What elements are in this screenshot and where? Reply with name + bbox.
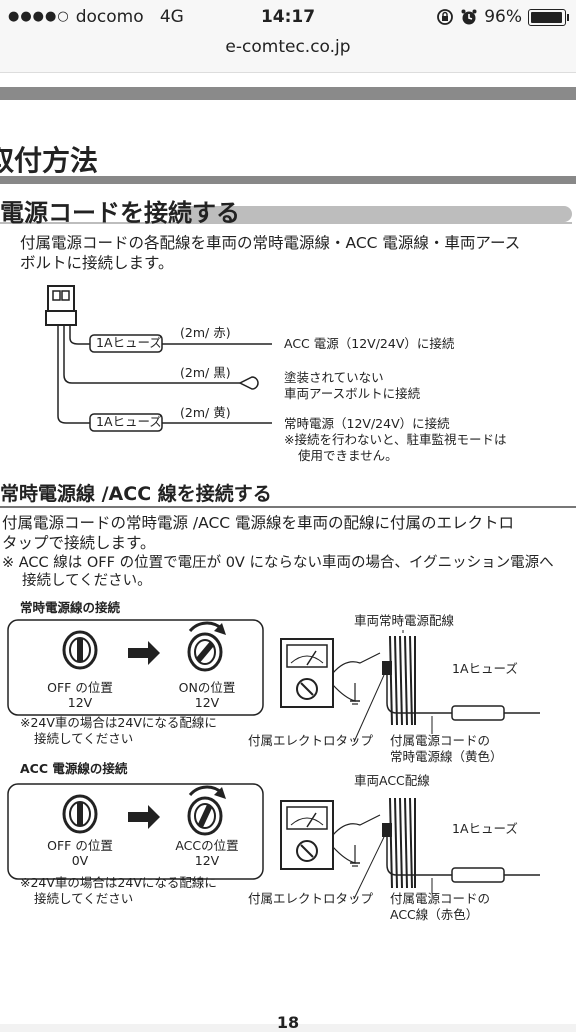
sub-heading: 常時電源線 /ACC 線を接続する	[0, 483, 272, 505]
battery-fill	[531, 11, 562, 23]
key-off-icon	[62, 794, 98, 834]
ground-desc-2: 車両アースボルトに接続	[284, 386, 421, 401]
electro-tap-icon	[382, 661, 392, 675]
red-wire	[69, 325, 272, 345]
network-type: 4G	[159, 7, 184, 27]
constant-cord-1: 付属電源コードの	[390, 733, 491, 748]
url-bar[interactable]: e-comtec.co.jp	[0, 36, 576, 73]
acc-off-label: OFF の位置	[47, 838, 113, 853]
yellow-wire	[57, 325, 272, 424]
key-on-icon	[187, 621, 226, 672]
acc-vehicle-wire: 車両ACC配線	[354, 773, 430, 788]
fuse-constant-icon	[451, 705, 505, 721]
alarm-icon	[461, 9, 477, 25]
carrier: ●●●●○docomo 4G	[8, 7, 184, 27]
constant-off-label: OFF の位置	[47, 680, 113, 695]
const-desc-2: ※接続を行わないと、駐車監視モードは	[284, 432, 507, 447]
sub-heading-rule	[0, 506, 576, 508]
battery-icon	[528, 8, 569, 26]
constant-on-value: 12V	[194, 695, 220, 710]
ground-desc-1: 塗装されていない	[284, 370, 384, 385]
constant-on-label: ONの位置	[178, 680, 236, 695]
url-text: e-comtec.co.jp	[225, 37, 351, 57]
vehicle-wire-bundle	[389, 635, 416, 726]
signal-dots-icon: ●●●●○	[8, 9, 70, 24]
heading-band	[180, 206, 572, 222]
heading-connect-power-cord: 電源コードを接続する	[0, 199, 240, 227]
clock: 14:17	[260, 7, 316, 27]
fuse-acc-icon	[451, 867, 505, 883]
key-off-icon	[62, 630, 98, 670]
intro-line-1: 付属電源コードの各配線を車両の常時電源線・ACC 電源線・車両アース	[20, 234, 521, 252]
status-bar: ●●●●○docomo 4G 14:17 96%	[0, 0, 576, 36]
yellow-wire-length: (2m/ 黄)	[180, 405, 231, 420]
acc-cord-2: ACC線（赤色）	[390, 907, 479, 922]
vehicle-wire-bundle	[389, 797, 416, 889]
acc-on-label: ACCの位置	[175, 838, 239, 853]
acc-note-2: 接続してください	[34, 891, 134, 906]
arrow-right-icon	[128, 641, 160, 665]
constant-cord-2: 常時電源線（黄色）	[390, 749, 503, 764]
constant-note-2: 接続してください	[34, 731, 134, 746]
page-number: 18	[276, 1013, 300, 1032]
battery-percent: 96%	[484, 7, 522, 27]
ground-terminal-icon	[238, 376, 259, 390]
constant-title: 常時電源線の接続	[20, 600, 121, 615]
voltmeter-icon	[280, 638, 334, 708]
section-title: 取付方法	[0, 144, 99, 177]
sub-line-1: 付属電源コードの常時電源 /ACC 電源線を車両の配線に付属のエレクトロ	[2, 514, 515, 532]
key-acc-icon	[187, 785, 226, 836]
fuse-1-icon	[89, 334, 163, 353]
constant-off-value: 12V	[67, 695, 93, 710]
rotation-lock-icon	[437, 9, 454, 25]
black-wire-length: (2m/ 黒)	[180, 365, 231, 380]
acc-tap-label: 付属エレクトロタップ	[248, 891, 374, 906]
acc-note-1: ※24V車の場合は24Vになる配線に	[20, 875, 217, 890]
acc-title: ACC 電源線の接続	[20, 761, 128, 776]
const-desc-3: 使用できません。	[298, 448, 398, 463]
voltmeter-icon	[280, 800, 334, 870]
acc-desc: ACC 電源（12V/24V）に接続	[284, 336, 455, 351]
connector-icon	[45, 285, 77, 326]
arrow-right-icon	[128, 805, 160, 829]
electro-tap-icon	[382, 823, 392, 837]
constant-tap-label: 付属エレクトロタップ	[248, 733, 374, 748]
black-wire	[63, 325, 240, 384]
section-rule	[0, 176, 576, 184]
acc-fuse-label: 1Aヒューズ	[452, 821, 518, 836]
status-right: 96%	[436, 7, 569, 27]
document-page[interactable]: 取付方法 電源コードを接続する 付属電源コードの各配線を車両の常時電源線・ACC…	[0, 73, 576, 1032]
wiring-diagrams	[7, 285, 540, 900]
acc-off-value: 0V	[71, 853, 89, 868]
constant-vehicle-wire: 車両常時電源配線	[354, 613, 455, 628]
note-line-1: ※ ACC 線は OFF の位置で電圧が 0V にならない車両の場合、イグニッシ…	[2, 555, 554, 571]
acc-on-value: 12V	[194, 853, 220, 868]
sub-line-2: タップで接続します。	[2, 534, 156, 552]
note-line-2: 接続してください。	[22, 573, 152, 589]
fuse-1-label: 1Aヒューズ	[96, 335, 162, 350]
fuse-2-icon	[89, 413, 163, 432]
intro-line-2: ボルトに接続します。	[20, 254, 174, 272]
constant-note-1: ※24V車の場合は24Vになる配線に	[20, 715, 217, 730]
red-wire-length: (2m/ 赤)	[180, 325, 231, 340]
heading-rule	[0, 222, 572, 224]
constant-fuse-label: 1Aヒューズ	[452, 661, 518, 676]
const-desc-1: 常時電源（12V/24V）に接続	[284, 416, 450, 431]
top-rule	[0, 87, 576, 100]
acc-cord-1: 付属電源コードの	[390, 891, 491, 906]
fuse-2-label: 1Aヒューズ	[96, 414, 162, 429]
